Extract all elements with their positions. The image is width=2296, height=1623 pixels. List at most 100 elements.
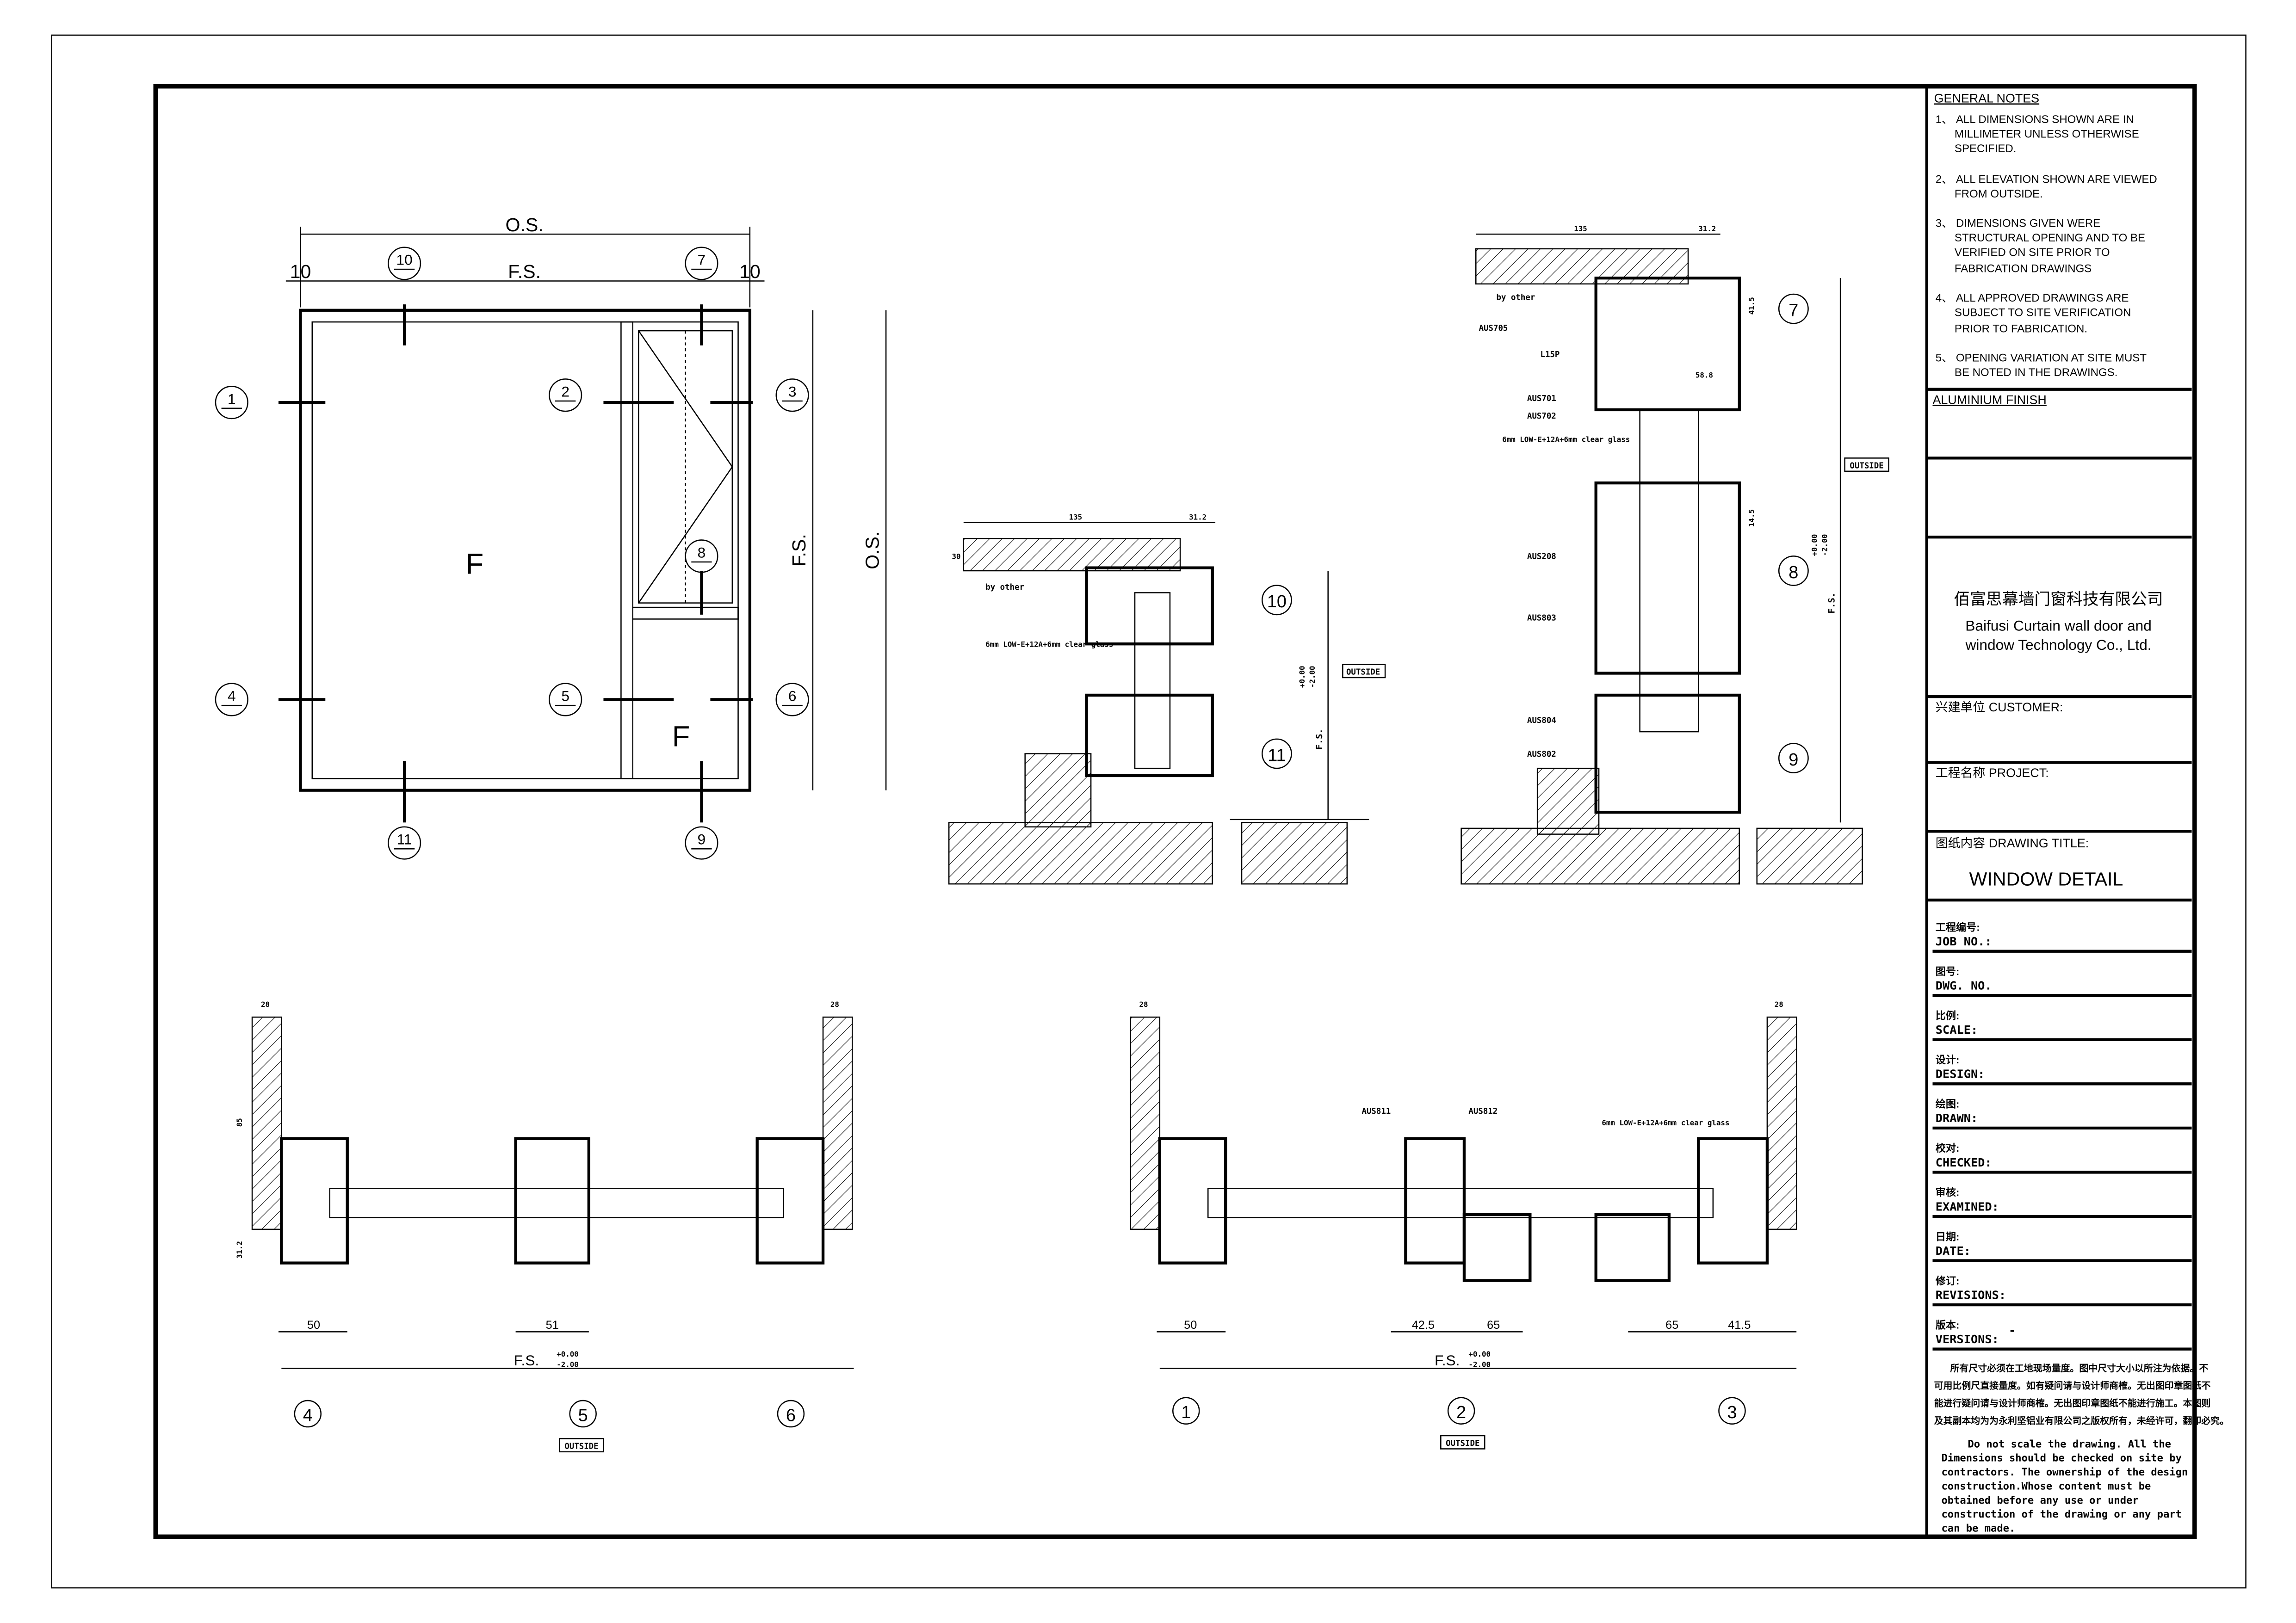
level-bottom: -2.00 (1820, 534, 1829, 556)
note-line: VERIFIED ON SITE PRIOR TO (1955, 247, 2110, 259)
outside-tag: OUTSIDE (1446, 1439, 1479, 1448)
dim-10: 10 (739, 261, 761, 282)
os-dimension-label: O.S. (505, 214, 543, 235)
fs-dimension-label: F.S. (1435, 1352, 1460, 1369)
field-label-cn: 工程编号: (1936, 921, 1980, 933)
drawing-title-label: 图纸内容 DRAWING TITLE: (1936, 836, 2089, 850)
section-marker-11 (388, 826, 421, 860)
horizontal-section-4-5-6: 28 28 85 31.2 50 51 F.S. +0.00 -2.00 4 5… (235, 1000, 854, 1453)
disclaimer-cn-line: 可用比例尺直接量度。如有疑问请与设计师商榷。无出图印章图纸不 (1934, 1380, 2211, 1391)
disclaimer-en-line: can be made. (1941, 1523, 2015, 1535)
level-top: +0.00 (1468, 1350, 1491, 1358)
company-name-cn: 佰富思幕墙门窗科技有限公司 (1954, 590, 2163, 608)
title-block: GENERAL NOTES 1、 ALL DIMENSIONS SHOWN AR… (1926, 91, 2229, 1535)
note-line: SUBJECT TO SITE VERIFICATION (1955, 306, 2131, 319)
fs-dimension-label: F.S. (508, 261, 541, 282)
note-line: 2、 ALL ELEVATION SHOWN ARE VIEWED (1936, 173, 2157, 186)
section-marker-4 (215, 683, 248, 716)
part-label: AUS812 (1468, 1107, 1498, 1116)
part-label: AUS701 (1527, 394, 1556, 403)
dim-85: 85 (235, 1118, 244, 1127)
aluminium-finish-label: ALUMINIUM FINISH (1932, 393, 2046, 407)
field-label: JOB NO.: (1936, 935, 1992, 948)
field-label: DRAWN: (1936, 1111, 1978, 1125)
field-label-cn: 绘图: (1936, 1098, 1960, 1110)
dim-41-5: 41.5 (1728, 1319, 1751, 1332)
detail-marker-3 (1718, 1397, 1746, 1425)
field-label-cn: 比例: (1936, 1010, 1960, 1021)
section-marker-10 (388, 247, 421, 280)
field-label-cn: 审核: (1936, 1187, 1960, 1198)
part-label: AUS705 (1479, 324, 1508, 333)
outside-tag: OUTSIDE (1346, 668, 1380, 677)
note-line: FROM OUTSIDE. (1955, 188, 2043, 200)
os-dimension-label: O.S. (861, 531, 883, 569)
detail-marker-label: 5 (578, 1406, 588, 1425)
fixed-panel-label: F (466, 548, 484, 580)
part-label: AUS702 (1527, 412, 1556, 421)
fs-dimension-label: F.S. (788, 534, 810, 567)
section-marker-6 (775, 683, 809, 716)
dim-135: 135 (1069, 512, 1083, 521)
section-marker-label: 11 (397, 831, 412, 848)
detail-marker-8 (1778, 555, 1809, 586)
section-marker-label: 10 (396, 252, 413, 268)
note-line: 1、 ALL DIMENSIONS SHOWN ARE IN (1936, 113, 2134, 126)
general-notes-title: GENERAL NOTES (1934, 91, 2040, 105)
dim-58-8: 58.8 (1696, 370, 1713, 379)
section-marker-label: 3 (788, 383, 797, 400)
dim-14-5: 14.5 (1747, 509, 1756, 527)
note-line: FABRICATION DRAWINGS (1955, 263, 2092, 275)
level-bottom: -2.00 (1468, 1360, 1491, 1369)
dim-50: 50 (307, 1319, 320, 1332)
detail-marker-label: 7 (1789, 301, 1798, 320)
outer-border (51, 34, 2246, 1589)
part-label: AUS811 (1362, 1107, 1391, 1116)
glass-spec-label: 6mm LOW-E+12A+6mm clear glass (1502, 435, 1630, 444)
fs-level-label: F.S. (1314, 728, 1324, 750)
section-marker-8 (685, 539, 718, 573)
field-label: EXAMINED: (1936, 1200, 1999, 1213)
glass-spec-label: 6mm LOW-E+12A+6mm clear glass (1602, 1118, 1729, 1127)
dim-28: 28 (261, 1000, 270, 1009)
field-label: CHECKED: (1936, 1156, 1992, 1169)
field-label-cn: 图号: (1936, 966, 1960, 977)
part-label: AUS802 (1527, 750, 1556, 759)
dim-31-2: 31.2 (235, 1241, 244, 1259)
section-marker-9 (685, 826, 718, 860)
disclaimer-cn-line: 所有尺寸必须在工地现场量度。图中尺寸大小以所注为依据。不 (1950, 1363, 2208, 1374)
field-label: REVISIONS: (1936, 1288, 2006, 1302)
note-line: SPECIFIED. (1955, 142, 2017, 155)
detail-marker-label: 4 (303, 1406, 313, 1425)
note-line: STRUCTURAL OPENING AND TO BE (1955, 232, 2145, 244)
section-marker-2 (549, 378, 582, 412)
fs-dimension-label: F.S. (514, 1352, 539, 1369)
disclaimer-en-line: construction.Whose content must be (1941, 1480, 2151, 1492)
company-name-en: window Technology Co., Ltd. (1965, 636, 2152, 653)
dim-65: 65 (1487, 1319, 1500, 1332)
section-marker-7 (685, 247, 718, 280)
disclaimer-en-line: Do not scale the drawing. All the (1968, 1438, 2171, 1450)
detail-marker-4 (294, 1400, 322, 1428)
project-label: 工程名称 PROJECT: (1936, 766, 2049, 780)
dim-42-5: 42.5 (1412, 1319, 1435, 1332)
field-label-cn: 校对: (1936, 1142, 1960, 1154)
dim-31-2: 31.2 (1189, 512, 1207, 521)
vertical-section-10-11: 135 31.2 30 by other 6mm LOW-E+12A+6mm c… (948, 512, 1386, 885)
detail-marker-label: 10 (1267, 592, 1287, 611)
detail-marker-2 (1447, 1397, 1475, 1425)
glass-spec-label: 6mm LOW-E+12A+6mm clear glass (985, 640, 1113, 649)
field-label-cn: 修订: (1935, 1275, 1960, 1287)
note-line: BE NOTED IN THE DRAWINGS. (1955, 366, 2117, 379)
level-top: +0.00 (1298, 666, 1306, 688)
section-marker-3 (775, 378, 809, 412)
note-line: 5、 OPENING VARIATION AT SITE MUST (1936, 352, 2147, 364)
field-label-cn: 设计: (1936, 1054, 1960, 1066)
dim-50: 50 (1184, 1319, 1197, 1332)
note-line: PRIOR TO FABRICATION. (1955, 322, 2087, 335)
by-other-label: by other (1497, 293, 1535, 302)
field-label-cn: 版本: (1936, 1319, 1960, 1331)
dim-28: 28 (830, 1000, 839, 1009)
